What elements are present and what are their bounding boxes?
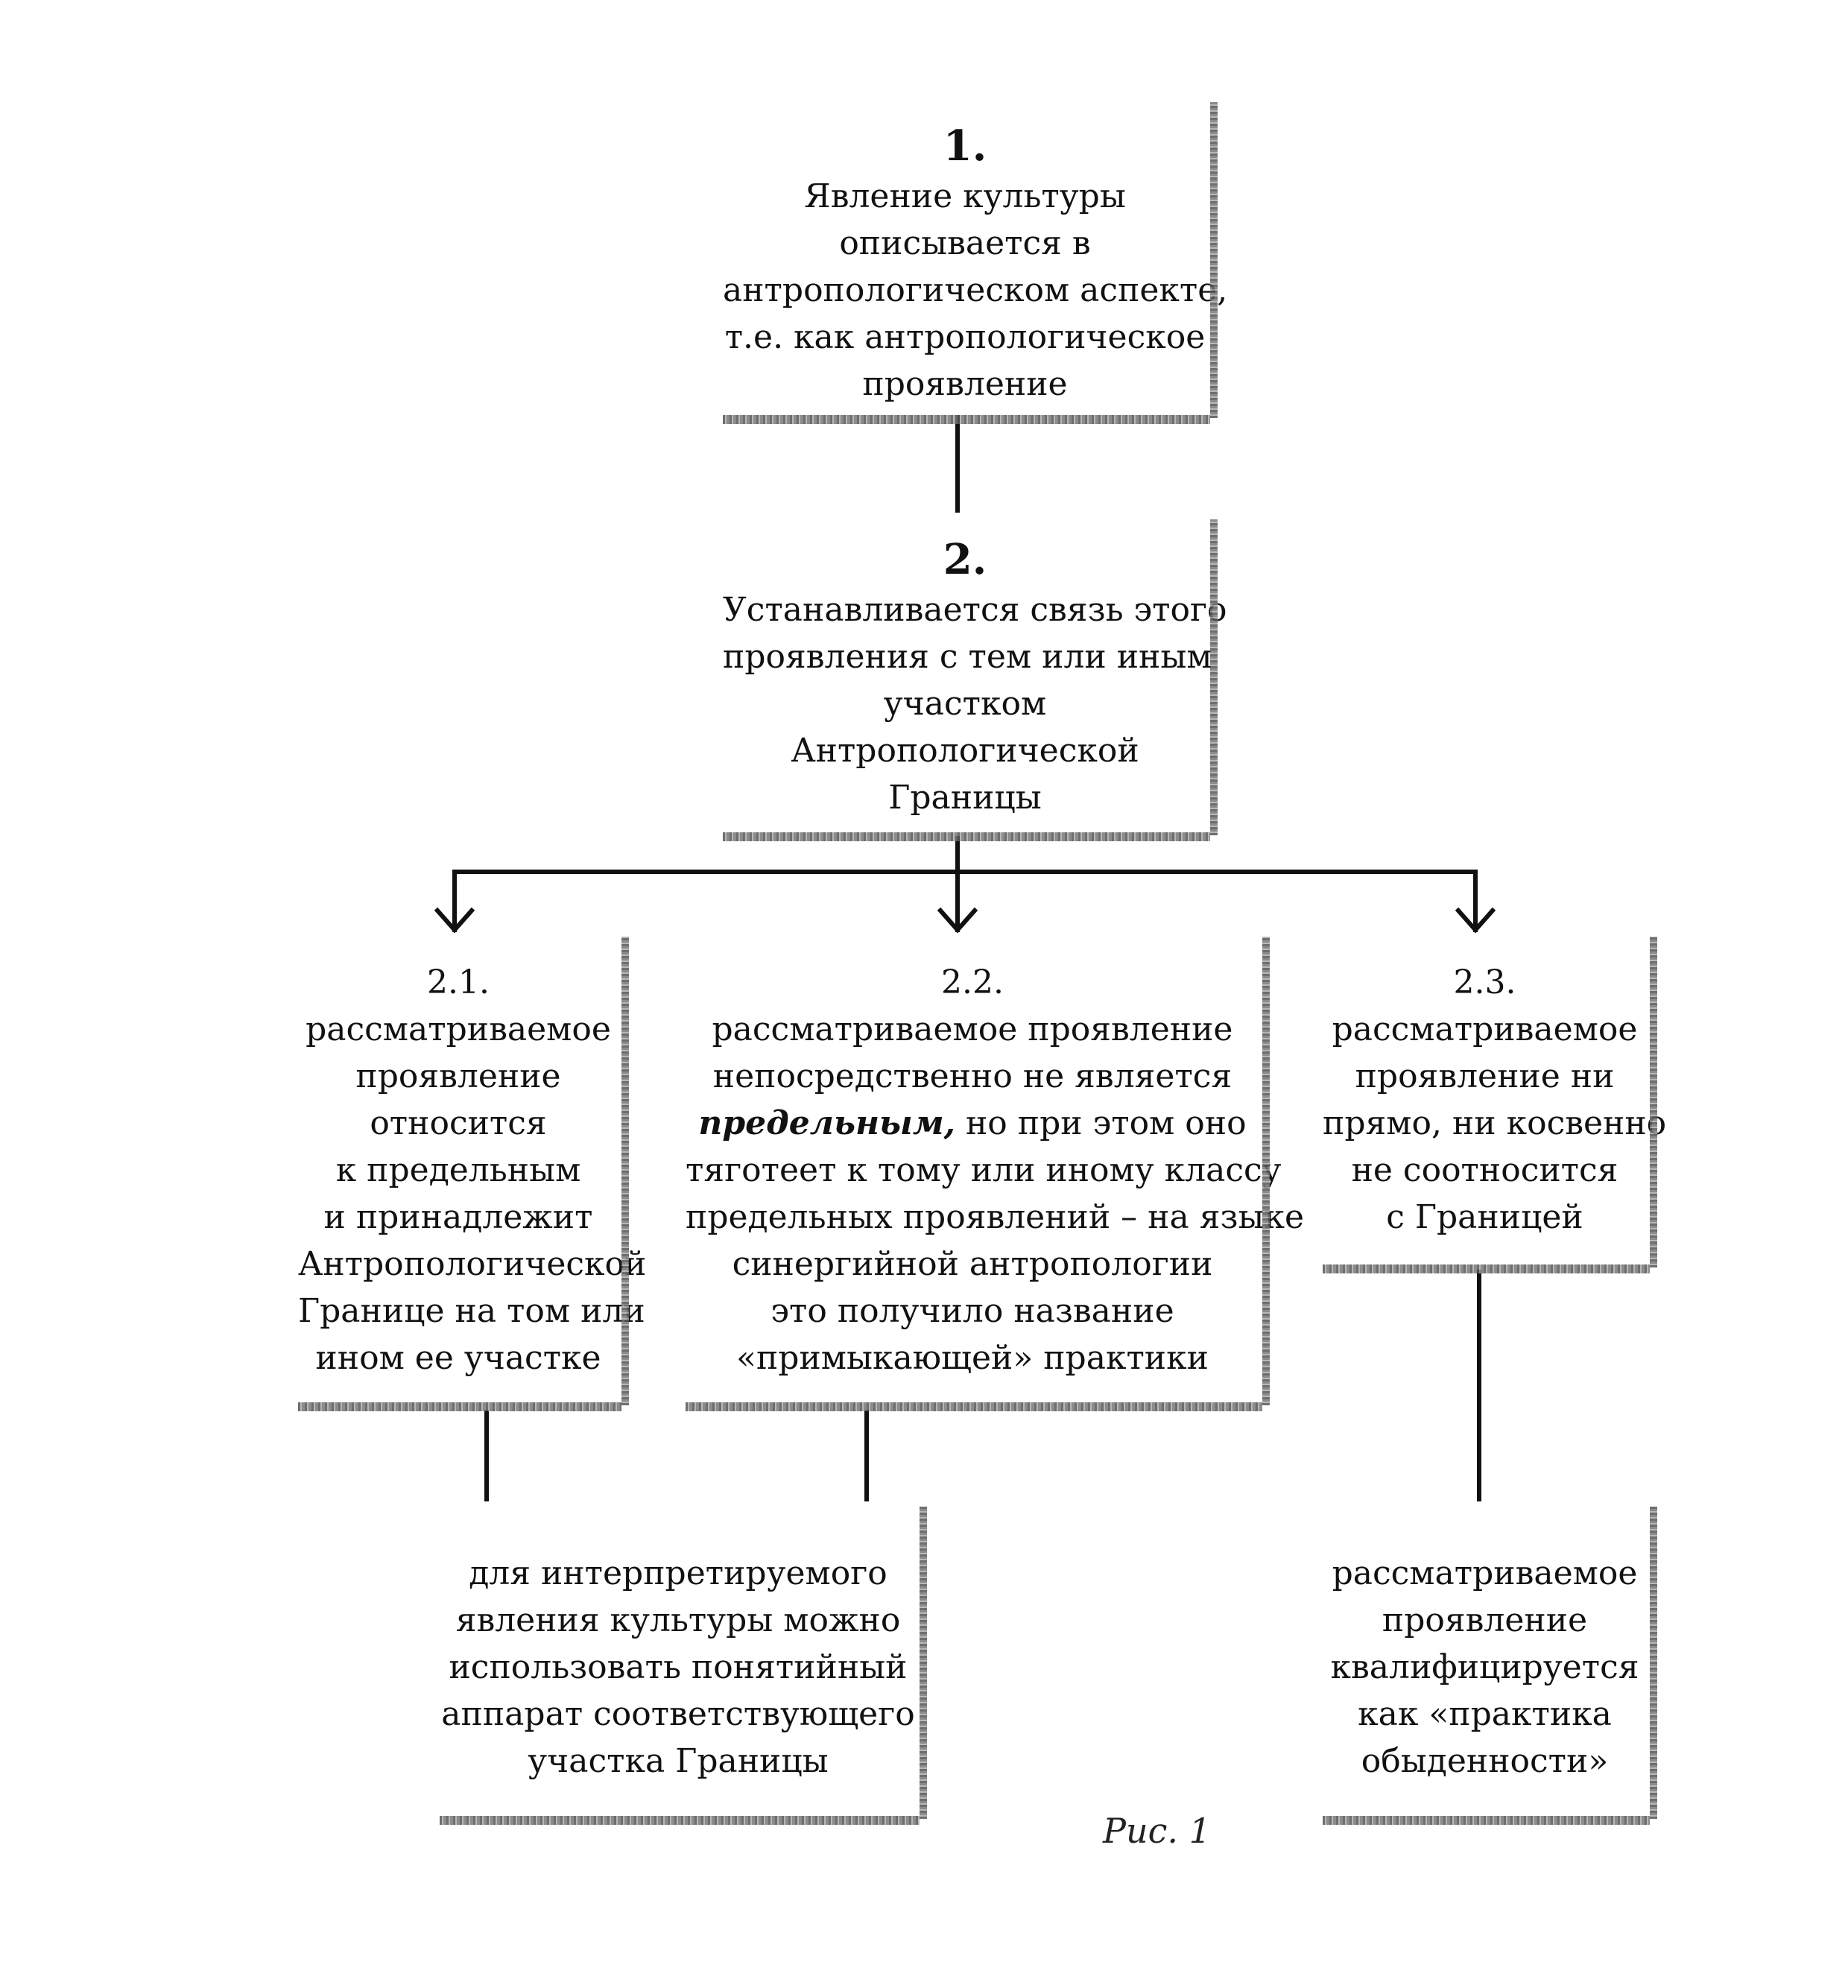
outcome-right-text-line: как «практика: [1358, 1695, 1612, 1733]
node-2-2-text-line: рассматриваемое проявление: [712, 1010, 1233, 1048]
node-2-1-shadow-bottom: [298, 1402, 621, 1411]
outcome-left-text-line: явления культуры можно: [455, 1601, 901, 1639]
outcome-right-shadow-bottom: [1323, 1816, 1650, 1825]
node-2-2-shadow-bottom: [686, 1402, 1262, 1411]
node-2-2-shadow-right: [1262, 937, 1270, 1405]
node-2-3-shadow-bottom: [1323, 1264, 1650, 1273]
node-1-text-line: проявление: [862, 365, 1068, 403]
node-1-text-line: описывается в: [839, 224, 1091, 262]
node-2-1-text-line: к предельным: [335, 1151, 581, 1189]
outcome-right-text-line: обыденности»: [1361, 1742, 1609, 1780]
node-2-1-text-line: и принадлежит: [323, 1198, 593, 1236]
node-2-text-line: Границы: [888, 779, 1042, 817]
node-2-shadow-right: [1210, 519, 1218, 835]
node-2-1-text-line: рассматриваемое: [306, 1010, 611, 1048]
node-2-3-text-line: проявление ни: [1355, 1057, 1615, 1095]
node-2-1: 2.1. рассматриваемое проявление относитс…: [298, 937, 647, 1411]
node-2-2: 2.2. рассматриваемое проявление непосред…: [686, 937, 1305, 1411]
node-2-text-line: участком: [883, 685, 1047, 723]
node-1-text-line: т.е. как антропологическое: [724, 318, 1206, 356]
node-2-text-line: Антропологической: [791, 732, 1139, 770]
node-2-3-text-line: прямо, ни косвенно: [1323, 1104, 1667, 1142]
node-2: 2. Устанавливается связь этого проявлени…: [723, 519, 1227, 841]
node-2-number: 2.: [943, 535, 987, 584]
node-2-1-shadow-right: [621, 937, 629, 1405]
outcome-left-shadow-bottom: [440, 1816, 920, 1825]
node-2-text-line: Устанавливается связь этого: [723, 591, 1227, 629]
node-2-1-text-line: относится: [370, 1104, 547, 1142]
outcome-right-shadow-right: [1650, 1507, 1657, 1819]
node-2-2-text-line: «примыкающей» практики: [736, 1339, 1209, 1377]
node-2-2-emphasis: предельным,: [698, 1104, 955, 1142]
outcome-right-text-line: проявление: [1382, 1601, 1588, 1639]
node-2-3-shadow-right: [1650, 937, 1657, 1267]
node-2-2-number: 2.2.: [941, 963, 1004, 1001]
node-2-3-text-line: не соотносится: [1351, 1151, 1618, 1189]
node-2-2-text-line: непосредственно не является: [712, 1057, 1232, 1095]
node-2-2-text-line: это получило название: [770, 1292, 1174, 1330]
node-1-shadow-bottom: [723, 415, 1210, 424]
node-1-text-line: антропологическом аспекте,: [723, 271, 1228, 309]
outcome-left-text-line: участка Границы: [528, 1742, 829, 1780]
node-2-1-text-line: проявление: [355, 1057, 561, 1095]
outcome-right: рассматриваемое проявление квалифицирует…: [1323, 1507, 1657, 1825]
node-2-1-number: 2.1.: [427, 963, 490, 1001]
outcome-left-shadow-right: [920, 1507, 927, 1819]
node-2-2-text-line: тяготеет к тому или иному классу: [686, 1151, 1282, 1189]
outcome-left-text-line: использовать понятийный: [449, 1648, 908, 1686]
outcome-right-text-line: квалифицируется: [1330, 1648, 1639, 1686]
outcome-left: для интерпретируемого явления культуры м…: [440, 1507, 927, 1825]
node-2-1-text-line: Границе на том или: [298, 1292, 645, 1330]
node-2-3-number: 2.3.: [1453, 963, 1516, 1001]
node-2-1-text-line: Антропологической: [298, 1245, 647, 1283]
outcome-right-text-line: рассматриваемое: [1332, 1554, 1638, 1592]
node-2-2-text-line: предельных проявлений – на языке: [686, 1198, 1305, 1236]
node-2-2-text-line: предельным, но при этом оно: [686, 1100, 1259, 1147]
node-2-shadow-bottom: [723, 832, 1210, 841]
node-2-2-text-fragment: но при этом оно: [955, 1104, 1247, 1142]
arrowhead-2-2: [937, 907, 978, 934]
node-1: 1. Явление культуры описывается в антроп…: [723, 102, 1228, 424]
node-2-text-line: проявления с тем или иным: [723, 638, 1212, 676]
node-1-shadow-right: [1210, 102, 1218, 418]
outcome-left-text-line: для интерпретируемого: [469, 1554, 887, 1592]
figure-caption: Рис. 1: [1103, 1811, 1211, 1851]
outcome-left-text-line: аппарат соответствующего: [441, 1695, 915, 1733]
node-2-3: 2.3. рассматриваемое проявление ни прямо…: [1323, 937, 1667, 1273]
node-1-number: 1.: [943, 121, 987, 171]
node-1-text-line: Явление культуры: [804, 177, 1126, 215]
node-2-3-text-line: рассматриваемое: [1332, 1010, 1638, 1048]
node-2-3-text-line: с Границей: [1386, 1198, 1583, 1236]
node-2-2-text-line: синергийной антропологии: [732, 1245, 1213, 1283]
node-2-1-text-line: ином ее участке: [315, 1339, 601, 1377]
arrowhead-2-3: [1455, 907, 1496, 934]
arrowhead-2-1: [434, 907, 475, 934]
